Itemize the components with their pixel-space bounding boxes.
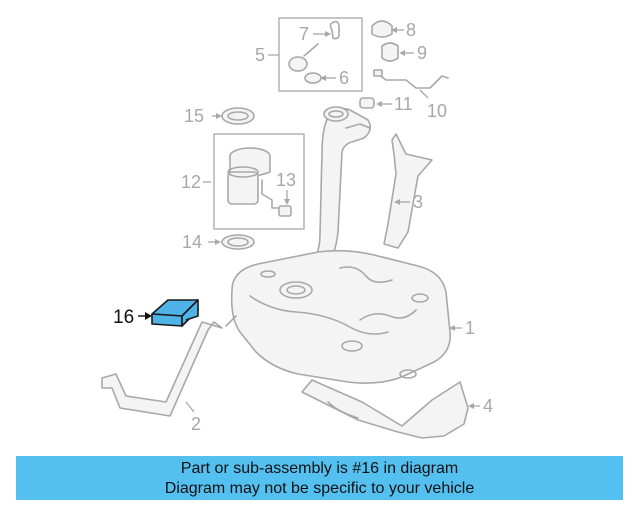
- part-11: [359, 97, 392, 109]
- part-16-highlighted[interactable]: [138, 299, 199, 327]
- callout-1: 1: [465, 318, 475, 338]
- info-banner: Part or sub-assembly is #16 in diagram D…: [16, 456, 623, 500]
- callout-11: 11: [394, 94, 413, 114]
- callout-12: 12: [181, 172, 201, 192]
- callout-2: 2: [191, 414, 201, 434]
- callout-7: 7: [299, 24, 309, 44]
- callout-10: 10: [427, 101, 447, 121]
- callout-8: 8: [406, 20, 416, 40]
- callout-3: 3: [413, 192, 423, 212]
- banner-line-1: Part or sub-assembly is #16 in diagram: [180, 460, 459, 477]
- part-1-fuel-tank: [225, 249, 462, 384]
- part-3: [383, 133, 433, 249]
- parts-diagram: 1 2 3 4 5 6 7 8 9 10 11 12 13 14 15 16: [101, 17, 493, 439]
- callout-13: 13: [276, 170, 296, 190]
- callout-9: 9: [417, 43, 427, 63]
- part-2: [101, 321, 223, 417]
- callout-5: 5: [255, 45, 265, 65]
- group-box-12: [213, 133, 305, 230]
- part-8: [371, 20, 404, 38]
- part-6: [288, 43, 336, 84]
- callout-4: 4: [483, 396, 493, 416]
- filler-neck: [303, 106, 372, 281]
- part-4: [301, 379, 480, 439]
- part-9: [381, 42, 414, 62]
- banner-line-2: Diagram may not be specific to your vehi…: [164, 480, 475, 497]
- part-14: [208, 234, 255, 250]
- part-15: [212, 107, 255, 125]
- part-13: [278, 190, 292, 217]
- callout-14: 14: [182, 232, 202, 252]
- part-12-pump: [203, 147, 281, 209]
- callout-16[interactable]: 16: [113, 307, 134, 328]
- part-10: [373, 69, 449, 99]
- callout-6: 6: [339, 68, 349, 88]
- part-7: [313, 20, 340, 40]
- callout-15: 15: [184, 106, 204, 126]
